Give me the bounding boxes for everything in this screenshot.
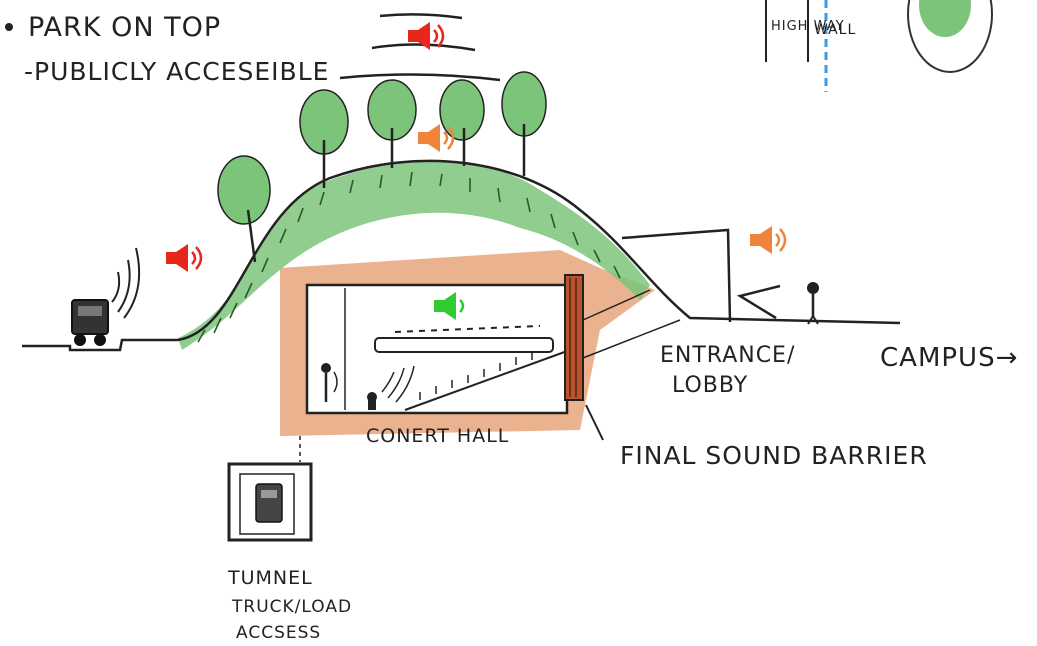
tree <box>368 80 416 168</box>
concert-hall-label: CONERT HALL <box>366 425 509 447</box>
speaker-icon-medium-campus <box>750 226 785 254</box>
tunnel-label-line1: TUMNEL <box>227 567 313 589</box>
person-figure <box>807 282 819 324</box>
campus-label: CAMPUS→ <box>880 343 1018 373</box>
truck <box>72 248 139 346</box>
speaker-icon-loud-top <box>408 22 443 50</box>
final-sound-barrier <box>565 275 583 400</box>
tunnel-section <box>229 436 311 540</box>
lobby-door <box>740 286 780 318</box>
tunnel-label-line3: ACCSESS <box>236 623 321 643</box>
overhead-sound-waves <box>340 14 500 80</box>
note-park-on-top: PARK ON TOP <box>28 12 221 43</box>
entrance-label: ENTRANCE/ <box>660 343 795 368</box>
note-publicly-accessible: -PUBLICLY ACCESEIBLE <box>24 57 329 86</box>
speaker-icon-loud-highway <box>166 244 201 272</box>
final-sound-barrier-label: FINAL SOUND BARRIER <box>620 441 928 470</box>
tree <box>440 80 484 166</box>
speaker-icon-medium-park <box>418 124 453 152</box>
green-patch <box>919 0 971 37</box>
inset-wall-label: WALL <box>814 22 856 38</box>
barrier-leader-line <box>586 405 603 440</box>
bullet-dot <box>5 23 13 31</box>
lobby-label: LOBBY <box>672 373 748 398</box>
tunnel-label-line2: TRUCK/LOAD <box>231 597 352 617</box>
highway-wall-inset: HIGH WAY WALL <box>766 0 992 92</box>
tree <box>502 72 546 176</box>
